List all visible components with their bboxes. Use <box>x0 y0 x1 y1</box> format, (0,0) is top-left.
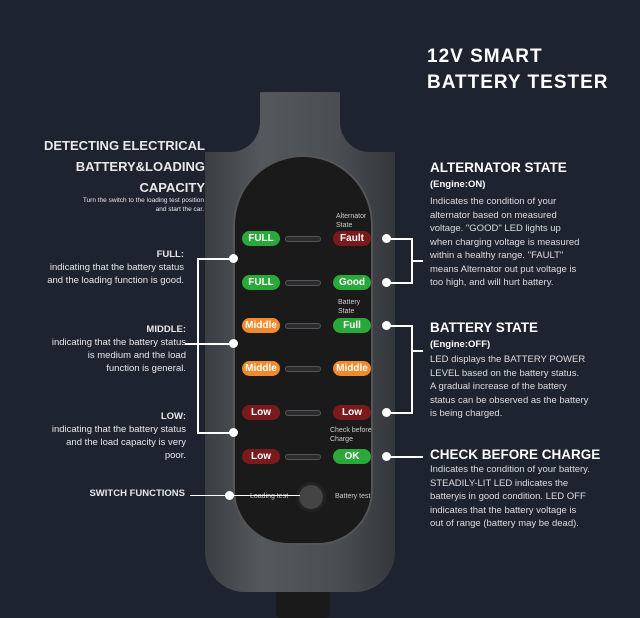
connector-dot <box>382 278 391 287</box>
switch-functions-label: SWITCH FUNCTIONS <box>89 488 185 499</box>
alternator-state-heading: ALTERNATOR STATE <box>430 160 567 175</box>
battery-test-label: Battery test <box>335 493 371 500</box>
led-slot <box>285 366 321 372</box>
instruction-text: Turn the switch to the loading test posi… <box>82 197 204 213</box>
body-notch <box>340 92 395 152</box>
led-left-full-2: FULL <box>242 275 280 290</box>
cable-plug <box>276 590 330 618</box>
check-before-charge-heading: CHECK BEFORE CHARGE <box>430 447 601 462</box>
led-panel <box>233 155 373 545</box>
connector-dot <box>382 234 391 243</box>
connector-line <box>185 343 233 345</box>
connector-dot <box>229 254 238 263</box>
connector-line <box>388 456 423 458</box>
connector-dot <box>229 428 238 437</box>
loading-test-label: Loading test <box>250 493 289 500</box>
connector-line <box>388 412 412 414</box>
mode-switch[interactable] <box>296 482 326 512</box>
led-right-ok: OK <box>333 449 371 464</box>
alternator-engine-note: (Engine:ON) <box>430 179 486 190</box>
connector-line <box>190 495 300 496</box>
led-right-fault: Fault <box>333 231 371 246</box>
led-right-full: Full <box>333 318 371 333</box>
connector-dot <box>225 491 234 500</box>
led-right-good: Good <box>333 275 371 290</box>
connector-line <box>197 432 233 434</box>
body-notch <box>205 92 260 152</box>
bracket-line <box>197 258 199 433</box>
led-slot <box>285 410 321 416</box>
bracket-line <box>411 325 413 414</box>
connector-line <box>197 258 233 260</box>
battery-state-heading: BATTERY STATE <box>430 320 538 335</box>
connector-line <box>388 282 412 284</box>
connector-dot <box>382 452 391 461</box>
battery-engine-note: (Engine:OFF) <box>430 339 491 350</box>
connector-line <box>411 350 423 352</box>
led-left-low-1: Low <box>242 405 280 420</box>
led-left-middle-1: Middle <box>242 318 280 333</box>
connector-dot <box>229 339 238 348</box>
led-right-low: Low <box>333 405 371 420</box>
connector-line <box>388 238 412 240</box>
led-left-full-1: FULL <box>242 231 280 246</box>
led-left-low-2: Low <box>242 449 280 464</box>
led-slot <box>285 280 321 286</box>
led-slot <box>285 323 321 329</box>
led-slot <box>285 454 321 460</box>
connector-line <box>411 260 423 262</box>
middle-description: MIDDLE:indicating that the battery statu… <box>51 324 186 374</box>
connector-dot <box>382 408 391 417</box>
connector-line <box>388 325 412 327</box>
led-right-middle: Middle <box>333 361 371 376</box>
led-left-middle-2: Middle <box>242 361 280 376</box>
led-slot <box>285 236 321 242</box>
connector-dot <box>382 321 391 330</box>
check-description: Indicates the condition of your battery.… <box>430 464 590 529</box>
